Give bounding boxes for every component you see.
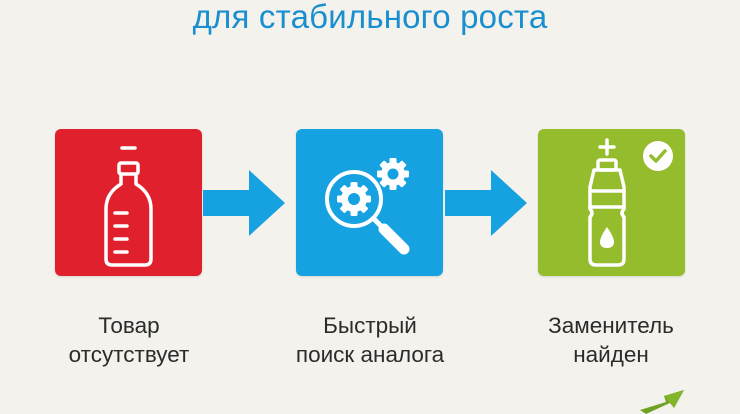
- step-1-label: Товар отсутствует: [9, 311, 249, 369]
- step-1-label-line-2: отсутствует: [68, 342, 190, 367]
- step-2-label-line-2: поиск аналога: [295, 342, 445, 367]
- step-search-card: [296, 129, 443, 276]
- step-3-label-line-1: Заменитель: [548, 313, 674, 338]
- bottle-plus-check-icon: [588, 138, 673, 267]
- step-substitute-found-card: [538, 129, 685, 276]
- step-1-label-line-1: Товар: [98, 313, 160, 338]
- bottle-minus-icon: [104, 146, 153, 267]
- growth-arrow-icon: [640, 390, 684, 414]
- arrow-right-icon: [203, 170, 285, 236]
- step-3-label-line-2: найден: [573, 342, 649, 367]
- step-2-label-line-1: Быстрый: [323, 313, 417, 338]
- step-out-of-stock-card: [55, 129, 202, 276]
- step-2-label: Быстрый поиск аналога: [250, 311, 490, 369]
- page-title: для стабильного роста: [192, 0, 548, 35]
- arrow-right-icon: [445, 170, 527, 236]
- magnifier-gears-icon: [325, 158, 410, 255]
- step-3-label: Заменитель найден: [491, 311, 731, 369]
